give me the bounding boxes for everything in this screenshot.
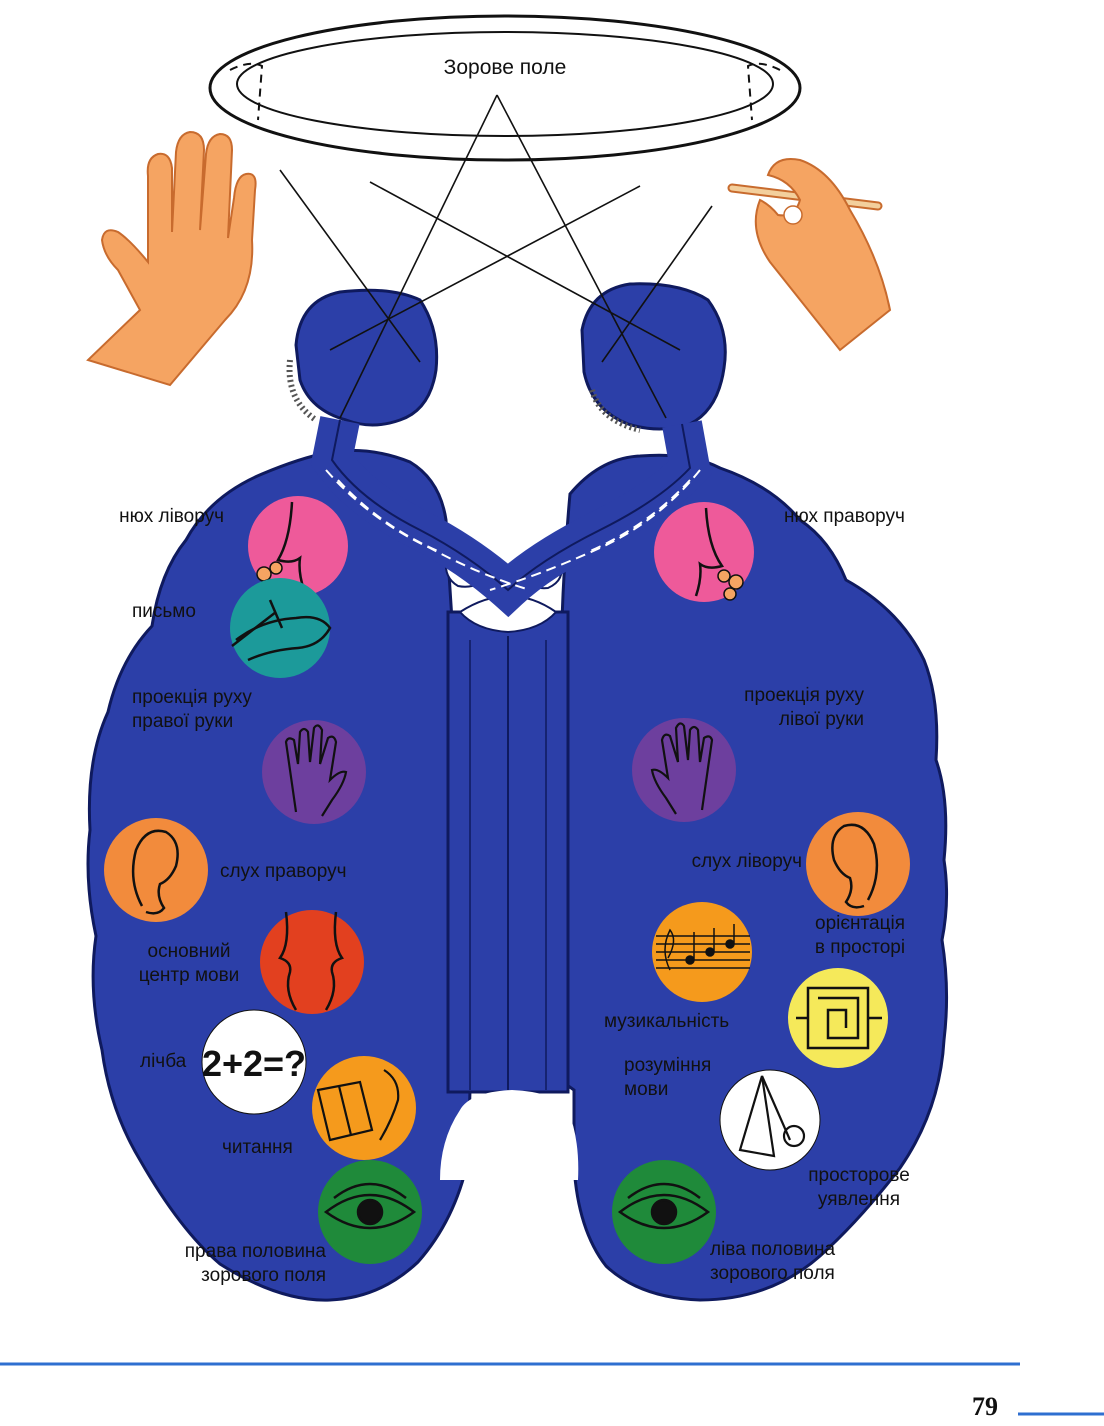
nose-icon: [276, 501, 306, 591]
musicality-label: музикальність: [604, 1011, 730, 1032]
speech-understanding-label: розуміння мови: [624, 1055, 712, 1100]
right-hand-projection-label: проекція руху правої руки: [132, 687, 252, 732]
right-hand-projection-circle: [262, 720, 366, 824]
eye-icon: [323, 1182, 417, 1230]
left-hand-projection-label: проекція руху лівої руки: [744, 685, 864, 730]
palm-icon: [284, 724, 348, 817]
optic-nerves: [310, 416, 712, 618]
nose-icon: [694, 507, 725, 597]
right-visual-half-circle: [318, 1160, 422, 1264]
left-eyeball: [286, 288, 439, 427]
pyramid-sphere-icon: [738, 1075, 806, 1158]
spatial-orientation-circle: [788, 968, 888, 1068]
hearing-right-circle: [104, 818, 208, 922]
smell-left-circle: [248, 496, 348, 596]
music-notes-icon: [656, 924, 750, 971]
spatial-imagination-circle: [719, 1069, 821, 1171]
hearing-left-label: слух ліворуч: [691, 851, 802, 872]
speech-center-circle: [260, 910, 364, 1014]
hearing-right-label: слух праворуч: [220, 861, 347, 882]
smell-right-label: нюх праворуч: [784, 506, 905, 527]
hearing-left-circle: [806, 812, 910, 916]
ear-icon: [131, 829, 179, 915]
left-visual-half-label: ліва половина зорового поля: [710, 1239, 836, 1284]
two-faces-icon: [278, 911, 344, 1011]
pencil-hand-icon: [727, 158, 892, 352]
visual-field: [208, 14, 802, 162]
speech-center-label: основний центр мови: [138, 941, 240, 986]
flower-icon: [717, 569, 744, 601]
raised-hand-icon: [86, 130, 257, 387]
spatial-orientation-label: орієнтація в просторі: [814, 913, 906, 958]
reading-circle: [312, 1056, 416, 1160]
writing-hand-icon: [231, 599, 332, 662]
book-reader-icon: [316, 1069, 400, 1142]
writing-circle: [230, 578, 332, 678]
counting-circle: 2+2=?: [201, 1009, 307, 1115]
smell-left-label: нюх ліворуч: [119, 506, 224, 527]
spatial-imagination-label: просторове уявлення: [808, 1165, 910, 1210]
maze-icon: [796, 986, 882, 1050]
left-hand-projection-circle: [632, 718, 736, 822]
right-visual-half-label: права половина зорового поля: [184, 1241, 326, 1286]
counting-label: лічба: [140, 1051, 187, 1072]
musicality-circle: [652, 902, 752, 1002]
svg-text:2+2=?: 2+2=?: [202, 1043, 306, 1084]
palm-icon: [650, 722, 714, 815]
smell-right-circle: [654, 502, 754, 602]
left-visual-half-circle: [612, 1160, 716, 1264]
page-number: 79: [972, 1392, 998, 1421]
writing-label: письмо: [132, 601, 196, 622]
reading-label: читання: [222, 1137, 293, 1158]
ear-icon: [831, 823, 879, 909]
eye-icon: [617, 1182, 711, 1230]
sight-lines: [279, 94, 713, 419]
visual-field-label: Зорове поле: [443, 56, 567, 79]
right-eyeball: [580, 282, 727, 433]
